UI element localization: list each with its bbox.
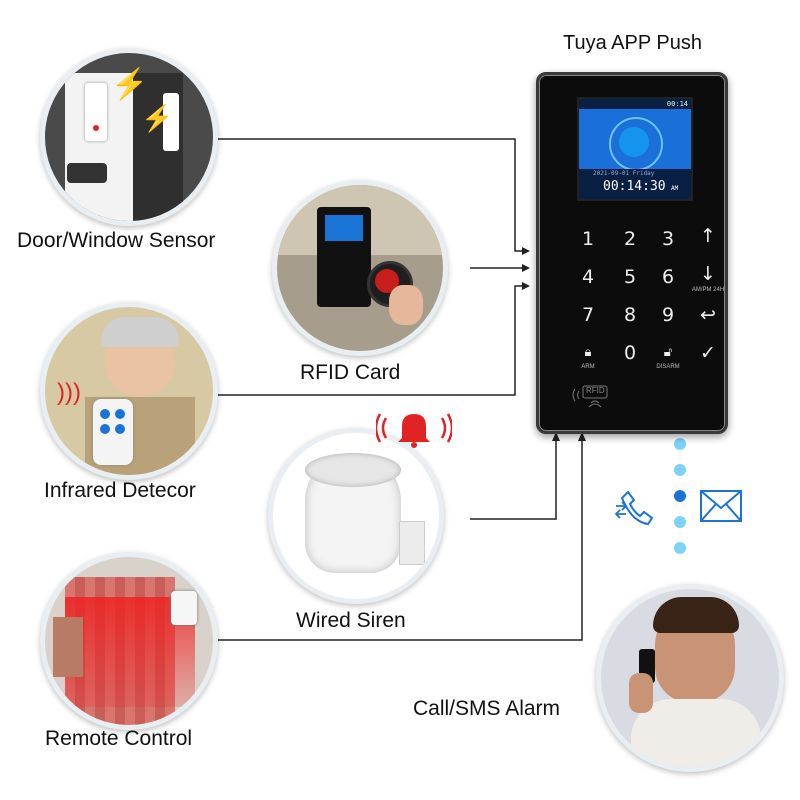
key-9[interactable]: 9: [661, 304, 675, 326]
signal-dot: [674, 490, 686, 502]
check-icon[interactable]: ✓: [700, 342, 716, 364]
infrared-detector-image: ))): [40, 302, 218, 480]
arm-label: ARM: [581, 364, 595, 370]
signal-dot: [674, 464, 686, 476]
remote-control-label: Remote Control: [45, 727, 193, 750]
phone-icon: [614, 486, 658, 530]
bell-icon: [374, 408, 454, 448]
door-window-sensor-image: ⚡ ⚡: [40, 48, 218, 226]
status-bar: 00:14: [579, 99, 691, 109]
key-2[interactable]: 2: [623, 228, 637, 250]
alarm-control-panel: 00:14 2021-09-01 Friday 00:14:30 AM 1 2 …: [536, 72, 728, 434]
home-arm-label: AM/PM 24H: [691, 287, 725, 293]
wired-siren-label: Wired Siren: [296, 609, 406, 632]
key-8[interactable]: 8: [623, 304, 637, 326]
date-display: 2021-09-01 Friday: [593, 170, 655, 177]
signal-dot: [674, 516, 686, 528]
key-4[interactable]: 4: [581, 266, 595, 288]
infrared-detector-label: Infrared Detecor: [44, 479, 196, 502]
signal-dot: [674, 438, 686, 450]
key-0[interactable]: 0: [623, 342, 637, 364]
rfid-icon: RFID: [569, 381, 629, 413]
panel-display: 00:14 2021-09-01 Friday 00:14:30 AM: [577, 97, 693, 201]
signal-dot: [674, 542, 686, 554]
key-3[interactable]: 3: [661, 228, 675, 250]
key-7[interactable]: 7: [581, 304, 595, 326]
arrow-down-icon[interactable]: ↓: [700, 263, 716, 285]
wired-siren-image: [268, 428, 444, 604]
key-5[interactable]: 5: [623, 266, 637, 288]
lock-icon[interactable]: 🔒︎: [584, 345, 592, 360]
rfid-text: RFID: [586, 386, 605, 395]
back-icon[interactable]: ↩: [700, 304, 716, 326]
tuya-app-push-label: Tuya APP Push: [563, 32, 702, 54]
call-sms-label: Call/SMS Alarm: [413, 697, 561, 720]
key-6[interactable]: 6: [661, 266, 675, 288]
call-sms-image: [596, 584, 784, 772]
remote-control-image: [40, 552, 218, 730]
key-1[interactable]: 1: [581, 228, 595, 250]
envelope-icon: [700, 490, 742, 522]
rfid-card-label: RFID Card: [300, 361, 401, 384]
unlock-icon[interactable]: 🔓︎: [663, 345, 673, 360]
clock-area: 2021-09-01 Friday 00:14:30 AM: [579, 169, 691, 199]
status-time: 00:14: [666, 100, 688, 108]
disarm-label: DISARM: [656, 364, 680, 370]
door-window-sensor-label: Door/Window Sensor: [17, 229, 216, 252]
rfid-card-image: [272, 180, 448, 356]
clock-display: 00:14:30: [603, 179, 666, 194]
arrow-up-icon[interactable]: ↑: [700, 225, 716, 247]
